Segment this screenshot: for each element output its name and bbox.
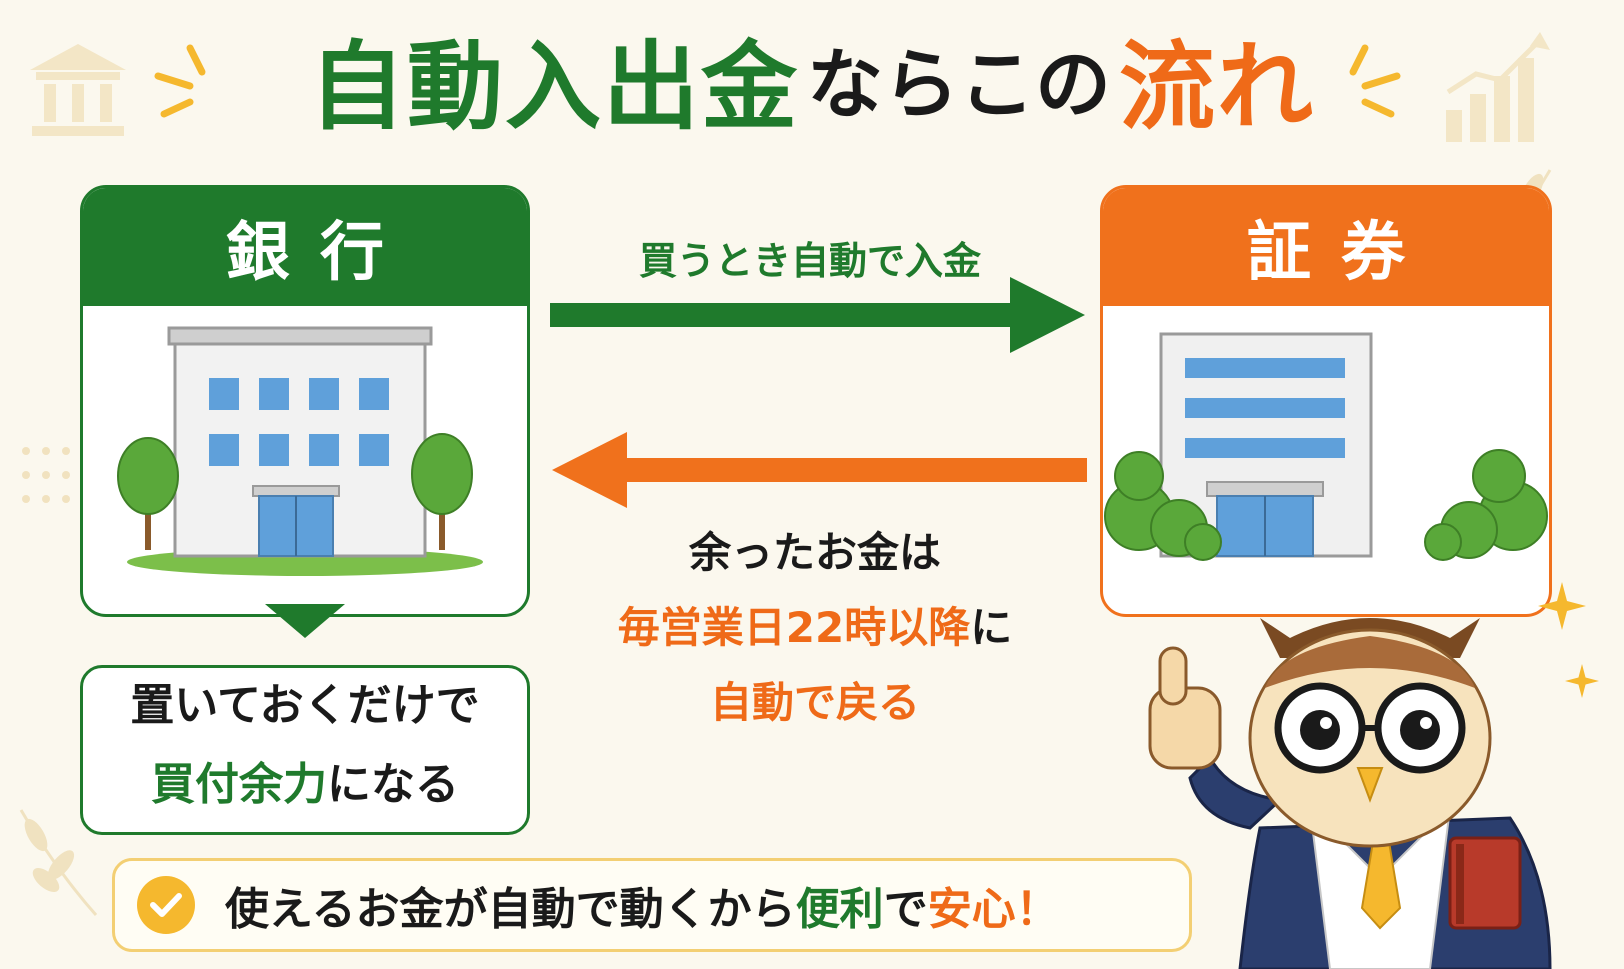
banner-part-4: 安心！	[927, 884, 1060, 935]
banner-part-3: で	[883, 884, 928, 935]
return-arrow-icon	[552, 432, 1087, 508]
return-arrow-label: 余ったお金は 毎営業日22時以降に 自動で戻る	[560, 520, 1070, 745]
sparkle-icon	[1565, 664, 1599, 698]
title-accent-right-icon	[1349, 44, 1401, 118]
return-line-1: 余ったお金は	[688, 528, 941, 577]
securities-building-illustration	[1104, 332, 1548, 561]
dot-grid-decoration	[22, 447, 70, 503]
title-part-3: 流れ	[1119, 30, 1315, 143]
page-title: 自動入出金 ならこの 流れ	[0, 18, 1624, 143]
idle-line-2-highlight: 買付余力	[151, 759, 327, 810]
return-line-3: 自動で戻る	[709, 678, 920, 727]
bank-building-watermark-icon	[30, 44, 126, 136]
bank-building-illustration	[117, 326, 483, 576]
idle-line-2-suffix: になる	[327, 759, 459, 810]
title-part-2: ならこの	[807, 40, 1111, 129]
growth-chart-watermark-icon	[1446, 32, 1550, 142]
title-accent-left-icon	[154, 44, 206, 118]
leaf-decoration-icon	[19, 809, 98, 916]
summary-banner: 使えるお金が自動で動くから 便利 で 安心！	[112, 858, 1192, 952]
deposit-arrow-label: 買うとき自動で入金	[638, 239, 981, 283]
idle-line-1: 置いておくだけで	[130, 680, 480, 731]
deposit-arrow-icon	[550, 277, 1085, 353]
idle-funds-box: 置いておくだけで 買付余力になる	[80, 665, 530, 835]
return-line-2-highlight: 毎営業日22時以降	[617, 603, 971, 652]
sparkle-icon	[1538, 582, 1586, 630]
securities-card-title: 証券	[1103, 188, 1549, 306]
banner-part-1: 使えるお金が自動で動くから	[225, 884, 796, 935]
bank-card: 銀行	[80, 185, 530, 617]
title-part-1: 自動入出金	[309, 30, 799, 143]
bank-card-title: 銀行	[83, 188, 527, 306]
bank-card-pointer-icon	[265, 604, 345, 638]
owl-mascot-illustration	[1148, 618, 1552, 969]
check-icon	[137, 876, 195, 934]
banner-part-2: 便利	[795, 884, 884, 935]
return-line-2-suffix: に	[970, 603, 1013, 652]
securities-card: 証券	[1100, 185, 1552, 617]
